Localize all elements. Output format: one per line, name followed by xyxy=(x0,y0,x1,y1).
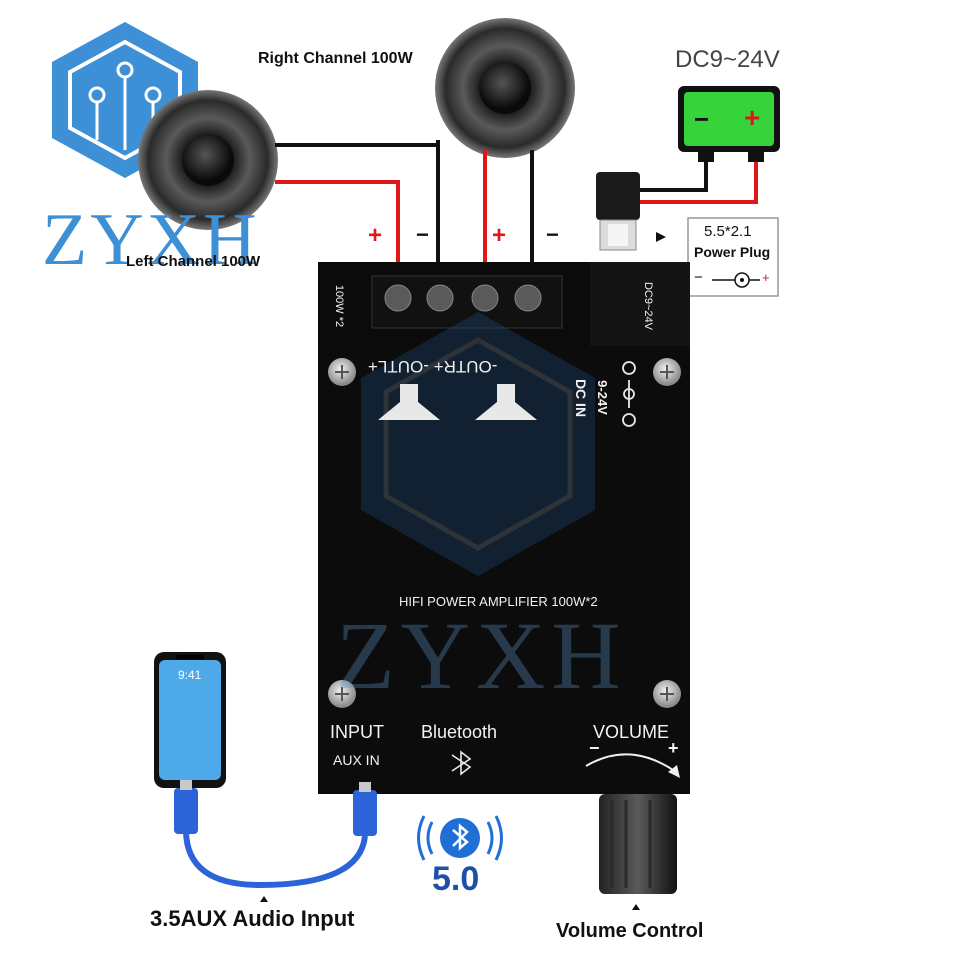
terminal-minus-right: − xyxy=(546,222,559,247)
battery-minus-label: − xyxy=(694,104,710,134)
dc-polarity-icon xyxy=(712,272,760,288)
plug-size-label: 5.5*2.1 xyxy=(704,223,752,240)
terminal-plus-right: + xyxy=(492,222,507,249)
plug-plus-label: + xyxy=(762,270,770,285)
watermark-brand-name: ZYXH xyxy=(336,602,627,709)
bluetooth-version-label: 5.0 xyxy=(432,860,480,898)
volume-knob-icon xyxy=(599,794,677,894)
terminal-header-right: DC9~24V xyxy=(642,281,655,331)
volume-control-caption: Volume Control xyxy=(556,920,704,942)
plug-minus-label: − xyxy=(694,269,703,286)
caption-arrow-icon xyxy=(260,896,640,910)
dc-symbol-icon xyxy=(622,361,636,427)
volume-minus-label: − xyxy=(589,738,600,758)
terminal-screws xyxy=(384,284,542,312)
left-speaker-icon xyxy=(138,90,278,230)
right-channel-label: Right Channel 100W xyxy=(258,50,413,67)
dc-in-label: DC IN xyxy=(573,378,590,418)
bluetooth-symbol-icon xyxy=(451,750,472,776)
bluetooth-badge-icon xyxy=(417,815,503,861)
battery-voltage-label: DC9~24V xyxy=(675,46,780,73)
battery-icon xyxy=(678,86,780,162)
volume-arc-icon xyxy=(585,753,680,778)
watermark-logo-icon xyxy=(361,312,595,576)
power-wires xyxy=(640,162,758,204)
output-terminal-label: -OUTR+ -OUTL+ xyxy=(368,357,498,376)
left-channel-label: Left Channel 100W xyxy=(126,253,261,270)
terminal-plus-left: + xyxy=(368,222,383,249)
bluetooth-label: Bluetooth xyxy=(421,722,498,742)
plug-arrow-icon xyxy=(656,232,666,242)
power-plug-spec-box xyxy=(687,217,779,297)
plug-name-label: Power Plug xyxy=(694,244,771,260)
right-speaker-icon xyxy=(435,18,575,158)
dc-plug-icon xyxy=(596,172,640,251)
brand-name: ZYXH xyxy=(42,199,260,281)
volume-label: VOLUME xyxy=(593,722,670,742)
amplifier-title: HIFI POWER AMPLIFIER 100W*2 xyxy=(399,594,598,609)
aux-cable-icon xyxy=(174,780,377,889)
speaker-symbol-icon xyxy=(378,384,537,420)
dc-in-range: 9-24V xyxy=(594,380,610,415)
board-screw-icon xyxy=(328,358,681,708)
aux-in-label: AUX IN xyxy=(333,752,380,768)
smartphone-icon xyxy=(154,652,226,788)
aux-input-caption: 3.5AUX Audio Input xyxy=(150,906,355,931)
terminal-minus-left: − xyxy=(416,222,429,247)
amplifier-board xyxy=(318,346,690,794)
volume-plus-label: + xyxy=(668,738,679,758)
input-label: INPUT xyxy=(330,722,384,742)
battery-plus-label: + xyxy=(744,102,761,133)
terminal-block xyxy=(318,262,690,352)
phone-time: 9:41 xyxy=(178,668,202,682)
terminal-header-left: 100W *2 xyxy=(333,284,346,328)
